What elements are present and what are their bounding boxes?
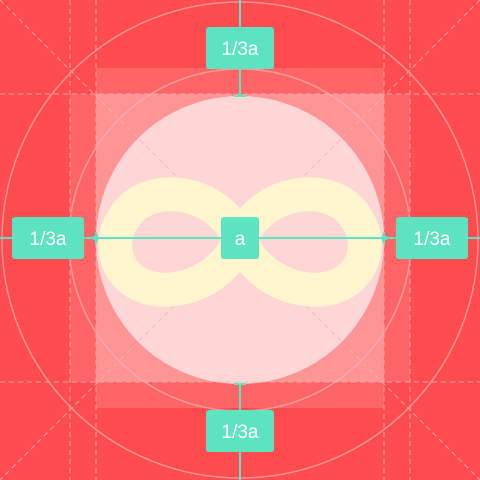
- right-measure-text: 1/3a: [414, 229, 451, 250]
- left-arrow-marker: [90, 234, 98, 242]
- bottom-measure-label: 1/3a: [206, 410, 274, 452]
- left-measure-label: 1/3a: [12, 217, 84, 259]
- right-measure-label: 1/3a: [396, 217, 468, 259]
- top-measure-text: 1/3a: [222, 39, 259, 60]
- bottom-measure-text: 1/3a: [222, 422, 259, 443]
- center-measure-text: a: [235, 229, 246, 250]
- left-measure-text: 1/3a: [30, 229, 67, 250]
- right-arrow-marker: [382, 234, 390, 242]
- top-measure-label: 1/3a: [206, 27, 274, 69]
- center-measure-label: a: [221, 217, 259, 259]
